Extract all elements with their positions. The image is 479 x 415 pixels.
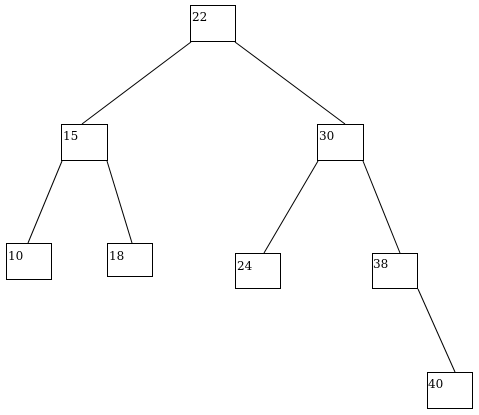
edges-layer [27,41,456,373]
tree-node-box [6,243,52,280]
tree-node-18: 18 [107,243,153,277]
tree-node-label: 40 [428,377,443,391]
tree-node-15: 15 [61,124,108,161]
edge-30-38 [362,160,401,254]
tree-node-box [61,124,108,161]
edge-15-10 [27,160,63,244]
edge-22-15 [81,41,192,125]
tree-node-label: 22 [192,10,207,24]
edge-30-24 [263,160,319,254]
nodes-layer: 22 15 30 10 18 24 38 40 [6,5,473,409]
tree-node-38: 38 [372,253,418,289]
tree-node-40: 40 [427,372,473,409]
tree-node-box [372,253,418,289]
tree-node-label: 10 [8,249,23,263]
tree-node-30: 30 [317,124,364,161]
tree-node-box [427,372,473,409]
edge-22-30 [234,41,346,125]
tree-node-box [235,253,281,289]
tree-node-24: 24 [235,253,281,289]
tree-node-label: 18 [109,249,124,263]
tree-node-label: 15 [63,129,78,143]
tree-node-box [190,5,236,42]
tree-node-10: 10 [6,243,52,280]
edge-38-40 [417,288,456,373]
tree-node-box [107,243,153,277]
tree-node-box [317,124,364,161]
tree-node-label: 30 [319,129,334,143]
edge-15-18 [106,160,133,244]
tree-node-22: 22 [190,5,236,42]
tree-node-label: 24 [237,259,253,273]
tree-node-label: 38 [373,257,388,271]
